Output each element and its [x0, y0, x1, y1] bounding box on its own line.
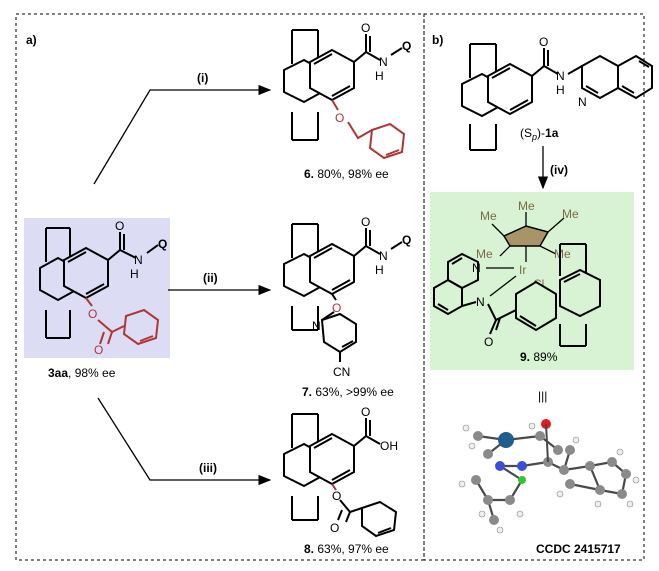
- reagent-iii: (iii): [199, 461, 217, 475]
- product-8-o-bond-red: [331, 483, 337, 491]
- panel-a-frame: [15, 13, 425, 561]
- complex-9-atom-n-quinoline: N: [472, 261, 481, 275]
- crystal-bond-o: [545, 423, 549, 463]
- product-6-atom-q: Q: [402, 39, 411, 53]
- equivalence-symbol: |||: [538, 389, 547, 403]
- cp-ring: [491, 212, 565, 257]
- product-7-atom-n: N: [379, 249, 388, 263]
- product-7-atom-cn: CN: [333, 365, 350, 379]
- complex-9-atom-o: O: [484, 335, 493, 349]
- complex-9-caption: 9. 89%: [520, 350, 558, 364]
- ligand-1a-structure: [461, 43, 653, 151]
- me-1: Me: [480, 209, 497, 223]
- ligand-1a-atom-n: N: [556, 69, 565, 83]
- ir-atom: Ir: [519, 263, 526, 277]
- ligand-1a-atom-h: H: [556, 83, 565, 97]
- product-8-atom-o: O: [361, 405, 370, 419]
- start-atom-o-carbonyl: O: [115, 219, 124, 233]
- complex-highlight-box: [430, 192, 634, 370]
- product-6-benzyl-red: [331, 99, 406, 160]
- reagent-ii: (ii): [203, 271, 218, 285]
- product-8-atom-o-carbonyl: O: [330, 521, 339, 535]
- product-7-structure: [283, 223, 403, 362]
- start-atom-n: N: [134, 253, 143, 267]
- product-6-structure: [283, 29, 403, 141]
- complex-9-atom-n-amide: N: [476, 295, 485, 309]
- product-8-caption: 8. 63%, 97% ee: [304, 542, 389, 556]
- start-caption: 3aa, 98% ee: [48, 366, 116, 380]
- reagent-i: (i): [197, 71, 208, 85]
- reagent-iv: (iv): [550, 163, 568, 177]
- product-8-structure: [283, 413, 381, 521]
- product-7-atom-h: H: [375, 263, 384, 277]
- ligand-1a-atom-o: O: [539, 35, 548, 49]
- panel-b-label: b): [432, 33, 443, 47]
- ccdc-label: CCDC 2415717: [536, 542, 621, 556]
- product-7-atom-o: O: [361, 215, 370, 229]
- me-2: Me: [518, 199, 535, 213]
- me-5: Me: [554, 247, 571, 261]
- start-ester-red: [85, 297, 160, 346]
- crystal-atoms: [458, 419, 640, 534]
- panel-a-label: a): [26, 33, 37, 47]
- start-atom-o-ester-carbonyl: O: [94, 343, 103, 357]
- ligand-1a-atom-n-quinoline: N: [578, 95, 587, 109]
- start-atom-o-ester: O: [88, 307, 97, 321]
- product-6-atom-o-ether: O: [335, 111, 344, 125]
- product-6-atom-h: H: [375, 69, 384, 83]
- me-4: Me: [476, 247, 493, 261]
- complex-9-structure: [433, 243, 601, 347]
- product-7-caption: 7. 63%, >99% ee: [302, 385, 394, 399]
- crystal-structure-image: [475, 434, 628, 521]
- product-7-atom-o-ether: O: [332, 301, 341, 315]
- product-7-atom-q: Q: [402, 233, 411, 247]
- start-atom-q: Q: [158, 237, 167, 251]
- product-6-atom-o: O: [361, 21, 370, 35]
- arrow-to-8: [97, 397, 272, 486]
- arrow-to-6: [93, 84, 272, 185]
- start-structure-3aa: [39, 227, 159, 339]
- product-7-atom-n-pyridine: N: [312, 319, 321, 333]
- product-6-caption: 6. 80%, 98% ee: [304, 167, 389, 181]
- me-3: Me: [562, 207, 579, 221]
- ligand-1a-caption: (Sp)-1a: [520, 126, 559, 142]
- product-6-atom-n: N: [379, 55, 388, 69]
- product-8-atom-o-ester: O: [332, 489, 341, 503]
- product-8-atom-oh: OH: [380, 439, 398, 453]
- panel-b-frame: [423, 13, 645, 561]
- product-8-ester: [337, 499, 398, 538]
- start-atom-h: H: [130, 267, 139, 281]
